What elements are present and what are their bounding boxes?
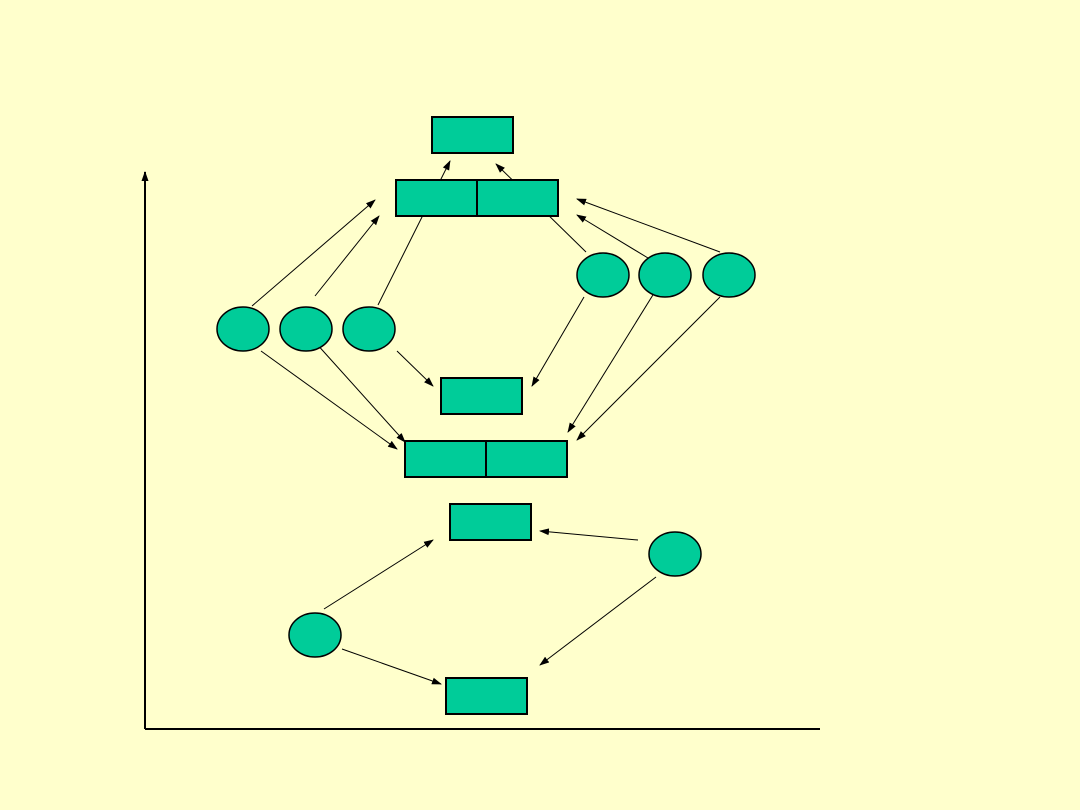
box-top xyxy=(431,116,514,154)
box-middle-split xyxy=(404,440,568,478)
box-lower xyxy=(449,503,532,541)
box-bottom xyxy=(445,677,528,715)
circle-lower-left xyxy=(288,612,342,658)
box-middle-split-right xyxy=(485,440,568,478)
edge-right3-to-top-split xyxy=(576,198,721,253)
circle-left-2 xyxy=(279,306,333,352)
box-middle xyxy=(440,377,523,415)
edge-left2-to-middle-split xyxy=(314,341,406,443)
circle-left-3 xyxy=(342,306,396,352)
edge-lowerleft-to-lower xyxy=(323,539,434,610)
edge-left1-to-middle-split xyxy=(260,350,398,450)
box-top-split xyxy=(395,179,559,217)
edge-right2-to-middle-split xyxy=(567,289,657,433)
edge-right3-to-middle-split xyxy=(576,296,721,441)
circle-right-1 xyxy=(576,252,630,298)
axes xyxy=(141,171,820,730)
circle-nodes xyxy=(216,252,756,658)
circle-lower-right xyxy=(648,531,702,577)
box-middle-split-left xyxy=(404,440,487,478)
circle-right-2 xyxy=(638,252,692,298)
box-nodes xyxy=(395,116,568,715)
edge-left1-to-top-split xyxy=(251,199,376,307)
circle-left-1 xyxy=(216,306,270,352)
circle-right-3 xyxy=(702,252,756,298)
box-top-split-left xyxy=(395,179,478,217)
edge-lowerright-to-bottom xyxy=(539,576,657,666)
edge-left3-to-middle xyxy=(396,350,434,387)
edge-right2-to-top-split xyxy=(576,214,649,259)
edge-right1-to-middle xyxy=(531,296,585,387)
edge-left2-to-top-split xyxy=(314,215,380,297)
edges xyxy=(251,160,721,685)
edge-lowerleft-to-bottom xyxy=(341,648,442,685)
edge-lowerright-to-lower xyxy=(539,528,639,541)
box-top-split-right xyxy=(476,179,559,217)
